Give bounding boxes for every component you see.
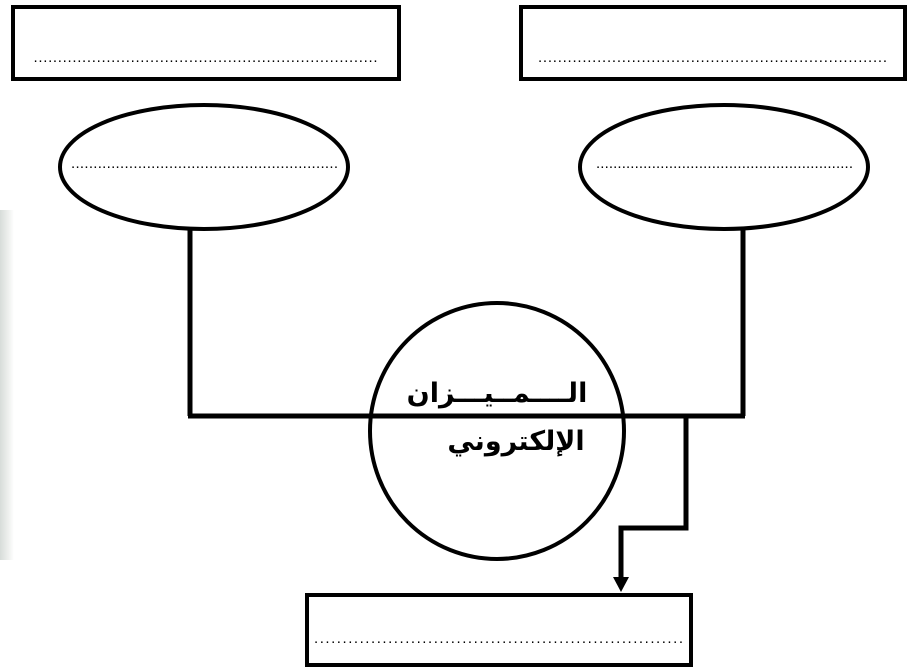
top-left-box [13,7,399,79]
arrowhead-icon [613,577,629,592]
center-label-line2: الإلكتروني [447,426,584,457]
top-right-box-dots: ........................................… [538,49,888,66]
right-ellipse-dots: ........................................… [596,155,854,172]
bottom-box-dots: ........................................… [314,630,684,647]
down-connector [621,416,686,580]
left-ellipse-dots: ........................................… [71,155,339,172]
top-left-box-dots: ........................................… [34,49,379,66]
top-right-box [521,7,905,79]
center-label-line1: الــــمــيـــزان [407,378,588,409]
